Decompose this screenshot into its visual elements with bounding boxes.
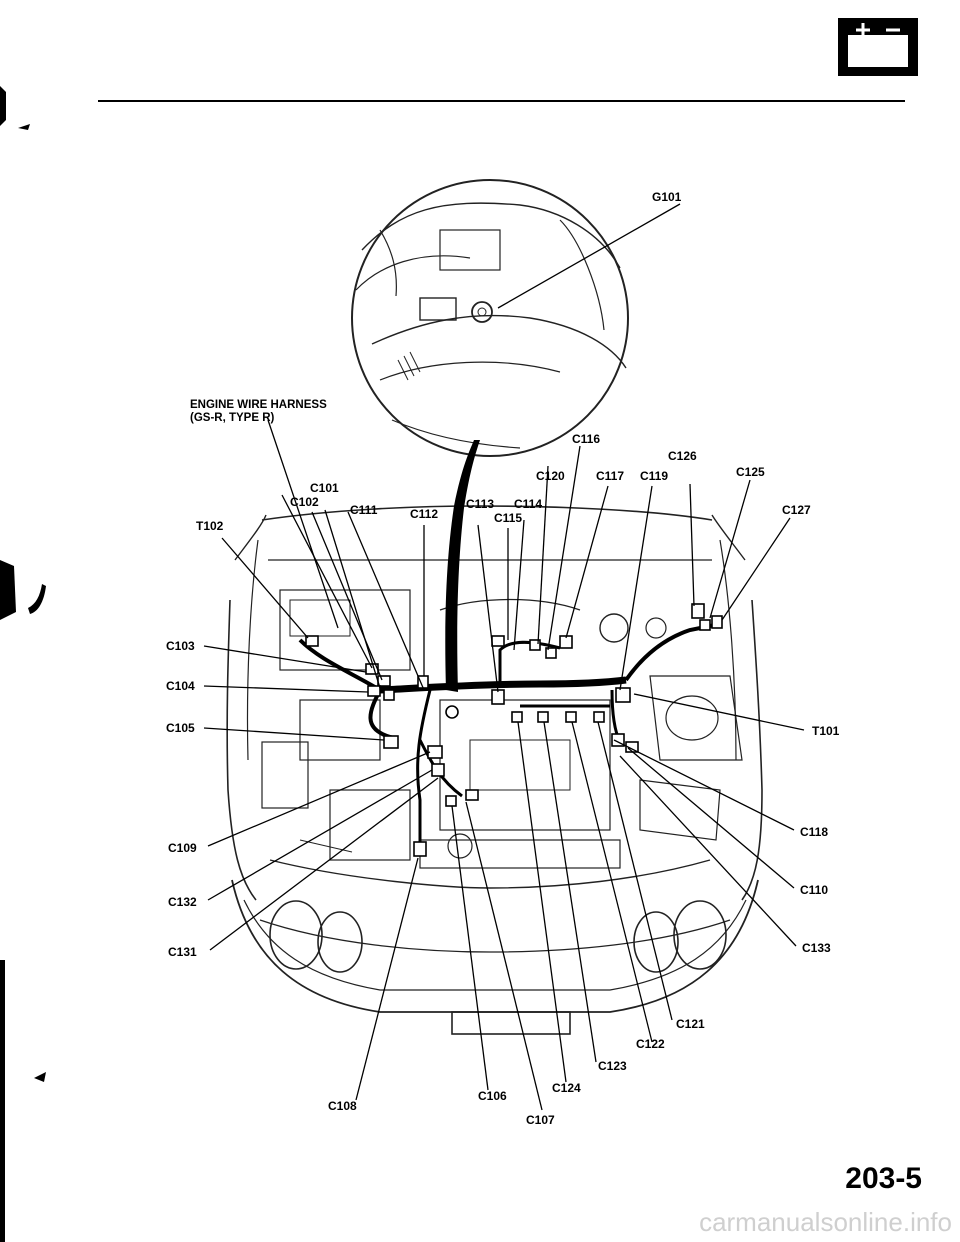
label-c131: C131: [168, 945, 197, 959]
label-c126: C126: [668, 449, 697, 463]
label-c107: C107: [526, 1113, 555, 1127]
label-c119: C119: [640, 469, 668, 483]
label-c123: C123: [598, 1059, 627, 1073]
harness-trunk: [298, 440, 721, 850]
harness-label-line1: ENGINE WIRE HARNESS: [190, 399, 327, 411]
label-c120: C120: [536, 469, 565, 483]
connectors: [305, 603, 723, 857]
binding-marks: [0, 86, 46, 1242]
label-c133: C133: [802, 941, 831, 955]
label-c104: C104: [166, 679, 195, 693]
label-c113: C113: [466, 497, 494, 511]
label-c109: C109: [168, 841, 197, 855]
label-c115: C115: [494, 511, 522, 525]
label-c122: C122: [636, 1037, 665, 1051]
label-g101: G101: [652, 190, 682, 204]
label-c132: C132: [168, 895, 197, 909]
label-c112: C112: [410, 507, 438, 521]
label-c105: C105: [166, 721, 195, 735]
label-c117: C117: [596, 469, 624, 483]
label-c127: C127: [782, 503, 811, 517]
watermark: carmanualsonline.info: [699, 1207, 952, 1237]
label-c110: C110: [800, 883, 828, 897]
harness-label-line2: (GS-R, TYPE R): [190, 412, 275, 424]
page-number: 203-5: [845, 1162, 922, 1195]
connector-labels: G101 ENGINE WIRE HARNESS (GS-R, TYPE R) …: [166, 190, 840, 1127]
label-c103: C103: [166, 639, 195, 653]
vehicle-outline: [226, 505, 763, 1035]
label-c111: C111: [350, 503, 378, 517]
label-c118: C118: [800, 825, 828, 839]
label-c114: C114: [514, 497, 542, 511]
label-t102: T102: [196, 519, 224, 533]
battery-icon: [838, 18, 918, 76]
label-c102: C102: [290, 495, 319, 509]
label-c106: C106: [478, 1089, 507, 1103]
label-c124: C124: [552, 1081, 581, 1095]
label-t101: T101: [812, 724, 840, 738]
label-c108: C108: [328, 1099, 357, 1113]
label-c101: C101: [310, 481, 339, 495]
ground-detail-inset: [351, 179, 629, 457]
label-c125: C125: [736, 465, 765, 479]
label-c121: C121: [676, 1017, 705, 1031]
leader-lines: [203, 203, 805, 1111]
label-c116: C116: [572, 432, 600, 446]
